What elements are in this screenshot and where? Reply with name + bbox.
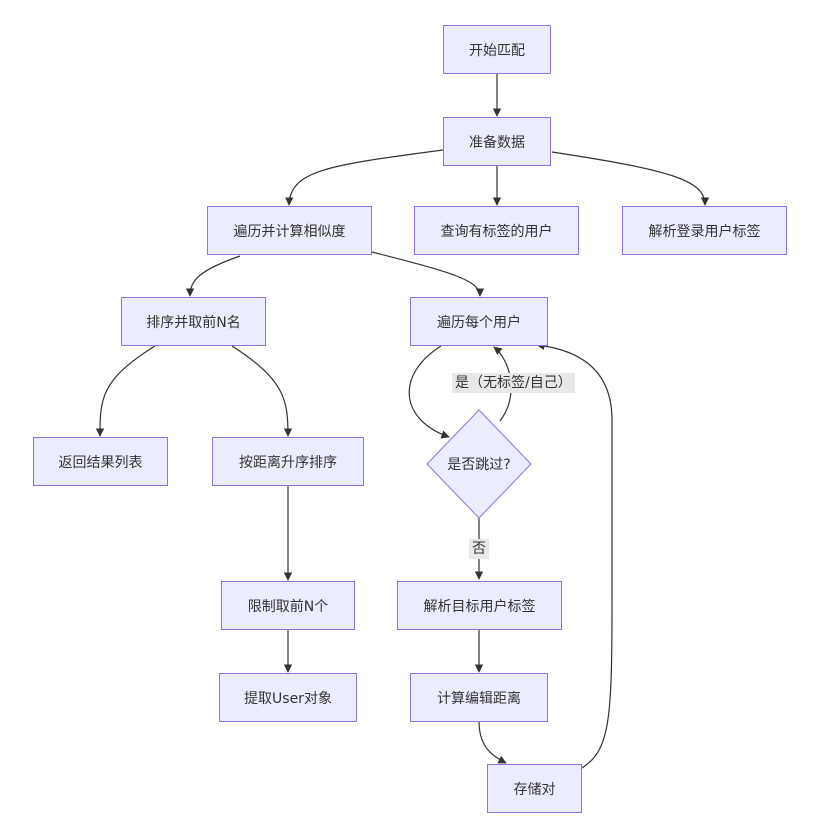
node-extract-user: 提取User对象 <box>219 673 357 722</box>
node-prepare: 准备数据 <box>443 117 551 166</box>
edge-label-no: 否 <box>469 539 489 559</box>
edge-loop-compute-loop-users <box>371 251 485 297</box>
node-return-list: 返回结果列表 <box>33 437 168 486</box>
edge-sort-topn-sort-distance <box>231 345 293 437</box>
edge-loop-users-decision <box>408 345 450 439</box>
edge-sort-topn-return <box>95 345 156 437</box>
node-store-pair: 存储对 <box>487 764 582 813</box>
decision-diamond <box>426 409 532 519</box>
edge-label-yes-skip: 是（无标签/自己） <box>452 373 575 393</box>
node-start: 开始匹配 <box>443 25 551 74</box>
node-loop-users: 遍历每个用户 <box>410 297 548 346</box>
node-query-tagged: 查询有标签的用户 <box>414 206 579 255</box>
node-limit-topn: 限制取前N个 <box>221 581 355 630</box>
edge-loop-compute-sort-topn <box>185 255 241 297</box>
node-parse-target-tags: 解析目标用户标签 <box>397 581 562 630</box>
node-parse-login-tags: 解析登录用户标签 <box>622 206 787 255</box>
edge-edit-store <box>478 720 507 764</box>
node-sort-topn: 排序并取前N名 <box>121 297 266 346</box>
node-loop-compute: 遍历并计算相似度 <box>207 206 372 255</box>
edge-prepare-parse-login <box>551 151 710 206</box>
edge-prepare-loop-compute <box>285 149 444 206</box>
node-edit-distance: 计算编辑距离 <box>410 673 548 722</box>
edge-store-loop-users <box>536 341 613 769</box>
node-sort-distance: 按距离升序排序 <box>212 437 364 486</box>
node-skip-decision: 是否跳过? <box>447 457 511 473</box>
